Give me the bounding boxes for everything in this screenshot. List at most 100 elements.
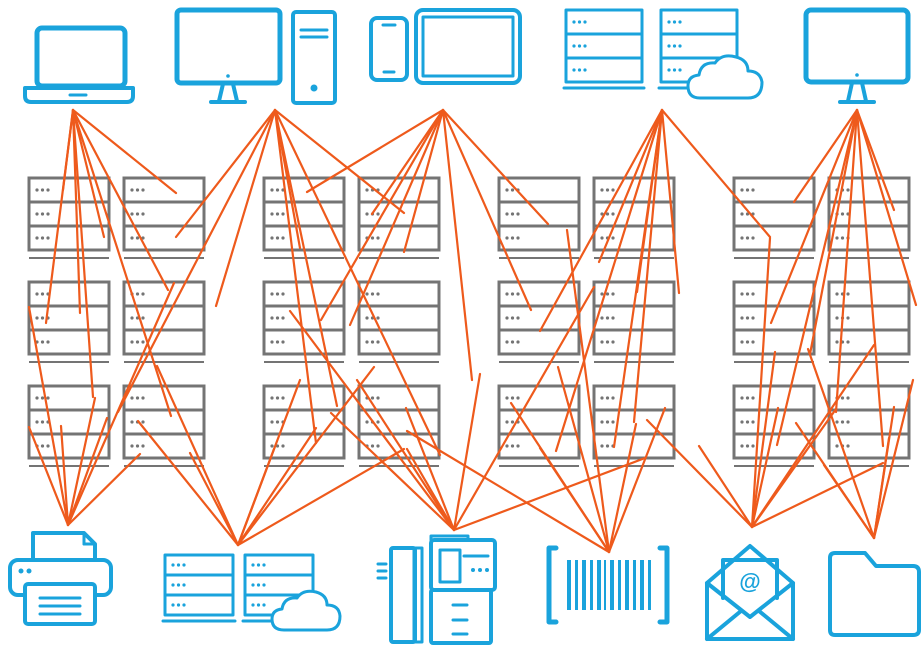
connection-line bbox=[71, 108, 82, 315]
connection-line bbox=[565, 228, 611, 554]
connection-line bbox=[66, 396, 97, 527]
connection-line bbox=[66, 452, 142, 527]
laptop-icon bbox=[23, 25, 135, 104]
connection-line bbox=[288, 309, 456, 532]
connection-line bbox=[273, 108, 339, 408]
connection-line bbox=[607, 406, 667, 554]
connection-line bbox=[872, 436, 891, 540]
connection-line bbox=[769, 108, 859, 325]
connection-line bbox=[750, 461, 885, 529]
connection-line bbox=[635, 108, 664, 294]
server-cloud-icon bbox=[161, 553, 342, 632]
server-rack-icon bbox=[357, 280, 441, 356]
copier-icon bbox=[376, 534, 497, 645]
connection-line bbox=[27, 305, 70, 527]
server-rack-icon bbox=[564, 8, 644, 84]
connection-line bbox=[750, 236, 772, 529]
connection-line bbox=[405, 429, 611, 554]
connection-line bbox=[236, 426, 318, 547]
server-rack-icon bbox=[27, 280, 111, 356]
desktop-tower-icon bbox=[174, 7, 337, 105]
connection-line bbox=[71, 108, 173, 418]
server-rack-icon bbox=[122, 176, 206, 252]
connection-line bbox=[554, 108, 664, 453]
connection-line bbox=[71, 108, 106, 239]
connection-line bbox=[71, 108, 170, 292]
connection-line bbox=[44, 108, 75, 325]
connection-line bbox=[116, 108, 277, 414]
server-rack-icon bbox=[262, 176, 346, 252]
connection-line bbox=[452, 285, 596, 532]
connection-line bbox=[71, 108, 95, 399]
connection-line bbox=[236, 447, 406, 547]
connection-line bbox=[538, 108, 664, 333]
connection-line bbox=[370, 108, 445, 216]
connection-line bbox=[273, 108, 318, 445]
connection-line bbox=[273, 108, 406, 215]
cloud-icon bbox=[686, 54, 764, 100]
connection-line bbox=[808, 108, 859, 356]
connection-line bbox=[597, 108, 664, 264]
server-rack-icon bbox=[732, 280, 816, 356]
connection-line bbox=[794, 421, 876, 540]
server-rack-icon bbox=[27, 176, 111, 252]
svg-text:@: @ bbox=[739, 569, 760, 594]
server-rack-icon bbox=[27, 384, 111, 460]
connection-line bbox=[174, 108, 277, 239]
server-grid bbox=[27, 176, 911, 467]
server-rack-icon bbox=[592, 176, 676, 252]
connection-line bbox=[855, 108, 918, 307]
connection-line bbox=[236, 365, 376, 547]
server-rack-icon bbox=[163, 553, 235, 617]
printer-icon bbox=[8, 531, 113, 626]
server-rack-icon bbox=[497, 176, 581, 252]
server-rack-icon bbox=[497, 280, 581, 356]
connection-line bbox=[452, 456, 647, 532]
connection-line bbox=[59, 424, 70, 527]
cloud-icon bbox=[270, 589, 342, 632]
connection-line bbox=[402, 108, 445, 254]
connection-line bbox=[806, 347, 876, 540]
connection-line bbox=[775, 108, 859, 447]
server-rack-icon bbox=[262, 384, 346, 460]
server-rack-icon bbox=[122, 280, 206, 356]
connection-line bbox=[750, 406, 780, 529]
connection-line bbox=[441, 108, 474, 382]
connection-line bbox=[792, 108, 859, 204]
connection-line bbox=[750, 350, 777, 529]
connection-line bbox=[27, 425, 70, 527]
connection-line bbox=[404, 406, 456, 532]
connection-line bbox=[660, 108, 681, 295]
connection-line bbox=[660, 108, 772, 239]
connection-line bbox=[834, 108, 859, 414]
connection-line bbox=[329, 411, 456, 532]
connection-line bbox=[441, 108, 533, 312]
connection-line bbox=[750, 343, 876, 529]
connection-line bbox=[214, 108, 277, 308]
server-rack-icon bbox=[357, 384, 441, 460]
barcode-icon bbox=[546, 545, 670, 625]
connection-line bbox=[236, 378, 302, 547]
connection-line bbox=[452, 372, 482, 532]
connection-line bbox=[66, 281, 176, 527]
connection-line bbox=[509, 401, 611, 554]
connection-line bbox=[855, 108, 885, 448]
connection-line bbox=[556, 365, 611, 554]
connection-line bbox=[872, 378, 915, 540]
phone-tablet-icon bbox=[369, 8, 522, 85]
connection-line bbox=[348, 108, 445, 327]
connection-line bbox=[355, 378, 456, 532]
server-rack-icon bbox=[357, 176, 441, 252]
email-icon: @ bbox=[705, 544, 795, 641]
connection-line bbox=[66, 416, 109, 527]
folder-icon bbox=[828, 551, 921, 637]
server-cloud-icon bbox=[562, 8, 764, 100]
connection-line bbox=[697, 444, 754, 529]
connection-line bbox=[607, 422, 638, 554]
monitor-icon bbox=[803, 7, 911, 104]
connection-line bbox=[441, 108, 550, 226]
connection-line bbox=[645, 418, 754, 529]
connection-line bbox=[632, 108, 664, 424]
server-rack-icon bbox=[732, 384, 816, 460]
